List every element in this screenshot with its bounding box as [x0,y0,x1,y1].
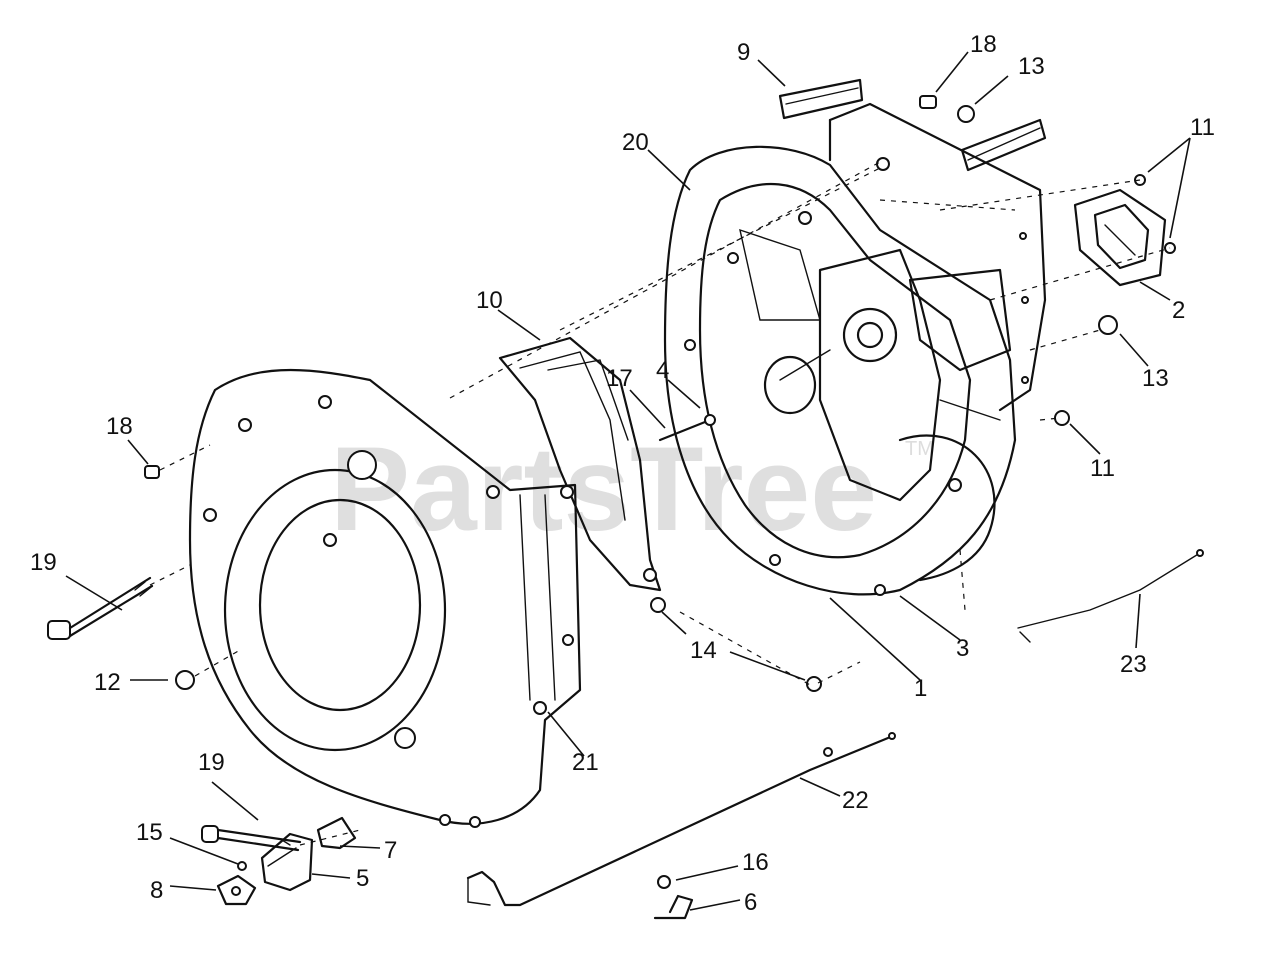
callout-19: 19 [30,549,57,576]
callout-5: 5 [356,865,369,892]
callout-labels: 9 18 13 11 20 2 10 17 4 13 18 11 19 14 3… [30,31,1215,916]
callout-2: 2 [1172,297,1185,324]
part-13-nut-right [1098,315,1118,335]
callout-leaders [65,51,1191,911]
part-7-connector [316,816,357,850]
callout-13-right: 13 [1142,365,1169,392]
callout-19-lower: 19 [198,749,225,776]
callout-1: 1 [914,675,927,702]
part-3-spacer [898,434,996,582]
part-5-switch [260,832,314,892]
part-2-gasket [1073,174,1176,287]
callout-16: 16 [742,849,769,876]
callout-22: 22 [842,787,869,814]
part-23-cable [1017,549,1204,643]
callout-9: 9 [737,39,750,66]
part-1-impeller [763,248,1012,502]
callout-3: 3 [956,635,969,662]
part-21-shroud [188,368,582,828]
part-9-strip [778,78,864,120]
watermark-text: PartsTree [330,422,877,556]
part-13-nut-top [957,105,975,123]
callout-20: 20 [622,129,649,156]
callout-15: 15 [136,819,163,846]
part-10-baffle [498,336,662,592]
part-8-plate [216,874,257,906]
callout-23: 23 [1120,651,1147,678]
part-6-clip [653,894,694,920]
part-22-wire-harness [466,732,896,907]
part-12-nut [175,670,195,690]
callout-11: 11 [1190,114,1215,141]
part-14-nuts [650,597,822,692]
callout-7: 7 [384,837,397,864]
callout-4: 4 [656,357,669,384]
callout-18: 18 [970,31,997,58]
callout-6: 6 [744,889,757,916]
callout-17: 17 [606,365,633,392]
callout-8: 8 [150,877,163,904]
part-19-long-bolt [47,576,154,640]
callout-14: 14 [690,637,717,664]
callout-11-right: 11 [1090,455,1115,482]
part-16-screw [657,875,671,889]
callout-12: 12 [94,669,121,696]
upper-bracket-plate [828,102,1047,412]
watermark-tm: TM [905,438,934,460]
callout-10: 10 [476,287,503,314]
assembly-centerlines [149,161,1171,846]
callout-21: 21 [572,749,599,776]
partstree-watermark: PartsTree TM [330,422,934,556]
part-17-screw [658,414,716,442]
part-11-nut-right [1054,410,1070,426]
callout-18-left: 18 [106,413,133,440]
part-15-screw [237,861,247,871]
part-19-short-bolt [201,825,302,852]
part-18-bolt-left [144,465,160,479]
part-18-bolt-top [919,95,937,109]
part-20-housing [663,145,1017,596]
callout-13: 13 [1018,53,1045,80]
